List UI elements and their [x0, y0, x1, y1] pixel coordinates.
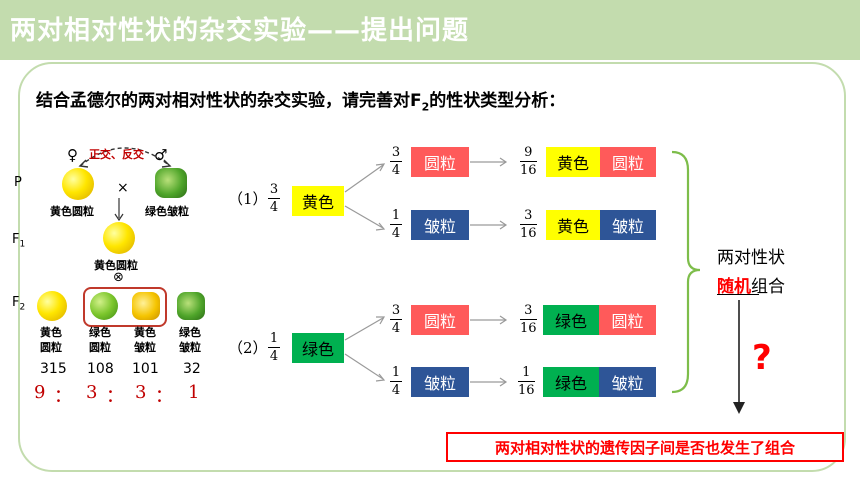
side-line1: 两对性状: [717, 248, 785, 268]
prompt-suffix: 的性状类型分析：: [429, 91, 566, 111]
r1b1-result-color: 黄色: [546, 147, 600, 177]
prompt-prefix: 结合孟德尔的两对相对性状的杂交实验，请完善对F: [36, 91, 422, 111]
r1b1-result-shape: 圆粒: [600, 147, 656, 177]
r2b2-shape-box: 皱粒: [411, 367, 469, 397]
reciprocal-cross-label: 正交、反交: [89, 148, 144, 161]
r2b1-shape-box: 圆粒: [411, 305, 469, 335]
ratio-sep-3: ：: [155, 386, 173, 407]
side-rest: 组合: [751, 277, 785, 297]
ratio-sep-1: ：: [54, 386, 72, 407]
f1-yellow-round-pea: [103, 222, 135, 254]
count-4: 32: [183, 361, 201, 377]
yellow-round-pea: [62, 168, 94, 200]
f2-yellow-round-pea: [37, 291, 67, 321]
r2b1-result-shape: 圆粒: [599, 305, 656, 335]
f1-label: 黄色圆粒: [94, 259, 138, 272]
ratio-sep-2: ：: [106, 386, 124, 407]
male-symbol: ♂: [154, 146, 168, 164]
question-prompt: 结合孟德尔的两对相对性状的杂交实验，请完善对F2的性状类型分析：: [36, 86, 565, 113]
r1b1-shape-box: 圆粒: [411, 147, 469, 177]
r1b2-shape-box: 皱粒: [411, 210, 469, 240]
random-highlight: 随机: [717, 277, 751, 297]
r1b2-result-shape: 皱粒: [600, 210, 656, 240]
f2-green-wrinkled-pea: [177, 292, 205, 320]
generation-f2: F2: [12, 295, 26, 313]
arrow-down-icon: [114, 198, 124, 222]
question-mark: ?: [752, 338, 772, 378]
side-line2: 随机组合: [717, 272, 785, 297]
row2-number: （2）: [228, 339, 268, 357]
cross-symbol: ×: [117, 180, 129, 196]
row2-color-box: 绿色: [292, 333, 344, 363]
r2b1-result-color: 绿色: [543, 305, 599, 335]
title-bar: [0, 0, 860, 60]
f2-type-2: 绿色圆粒: [89, 326, 111, 354]
p-right-label: 绿色皱粒: [145, 205, 189, 218]
ratio-3a: 3: [86, 382, 98, 403]
r1b2-result-color: 黄色: [546, 210, 600, 240]
f2-type-3: 黄色皱粒: [134, 326, 156, 354]
prompt-subscript: 2: [421, 100, 430, 114]
recombinant-highlight: [83, 287, 167, 327]
female-symbol: ♀: [67, 146, 78, 164]
content-frame: [18, 62, 846, 472]
f2-type-4: 绿色皱粒: [179, 326, 201, 354]
cross-arc: [78, 147, 172, 168]
slide-title: 两对相对性状的杂交实验——提出问题: [10, 16, 470, 46]
r2b2-result-shape: 皱粒: [599, 367, 656, 397]
r2b2-result-color: 绿色: [543, 367, 599, 397]
count-1: 315: [40, 361, 67, 377]
count-2: 108: [87, 361, 114, 377]
green-wrinkled-pea: [155, 168, 187, 198]
f2-yellow-wrinkled-pea: [132, 292, 160, 320]
generation-f1: F1: [12, 232, 26, 250]
count-3: 101: [132, 361, 159, 377]
row1-color-box: 黄色: [292, 186, 344, 216]
f2-green-round-pea: [90, 292, 118, 320]
conclusion-box: 两对相对性状的遗传因子间是否也发生了组合: [446, 432, 844, 462]
ratio-3b: 3: [135, 382, 147, 403]
f2-type-1: 黄色圆粒: [40, 326, 62, 354]
p-left-label: 黄色圆粒: [50, 205, 94, 218]
selfing-icon: ⊗: [113, 270, 124, 285]
ratio-1: 1: [188, 382, 200, 403]
row1-number: （1）: [228, 190, 268, 208]
ratio-9: 9: [34, 382, 46, 403]
generation-p: P: [14, 175, 22, 190]
underline: [717, 294, 759, 295]
